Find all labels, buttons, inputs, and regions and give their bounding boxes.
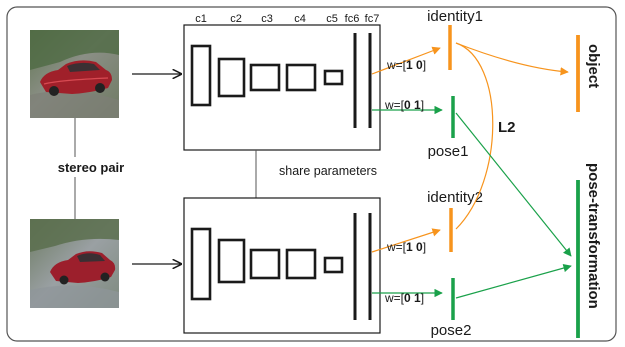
layer-c5-block — [323, 69, 344, 86]
layer-c3-block — [249, 63, 281, 92]
arrow-to-identity1 — [371, 46, 441, 75]
w-pose1: w=[0 1] — [384, 98, 424, 112]
outer-frame — [6, 6, 617, 342]
share-parameters-label: share parameters — [279, 164, 377, 178]
layer-label-fc7: fc7 — [365, 13, 380, 25]
network-top — [183, 24, 381, 151]
layer-label-c3: c3 — [261, 13, 273, 25]
layer-label-fc6: fc6 — [345, 13, 360, 25]
network-bottom — [183, 197, 381, 334]
layer-label-c4: c4 — [294, 13, 306, 25]
arrow-pose1-to-transformation — [455, 112, 572, 257]
layer-label-c1: c1 — [195, 13, 207, 25]
pose-transformation-label: pose-transformation — [585, 163, 602, 309]
layer-label-c5: c5 — [326, 13, 338, 25]
layer-c4-block — [285, 63, 317, 92]
object-label: object — [585, 44, 602, 88]
car-photo-top — [30, 30, 119, 118]
identity2-label: identity2 — [427, 189, 483, 206]
identity1-label: identity1 — [427, 8, 483, 25]
pose2-label: pose2 — [431, 322, 472, 339]
arrow-pose2-to-transformation — [455, 263, 572, 299]
layer-label-c2: c2 — [230, 13, 242, 25]
pose1-label: pose1 — [428, 143, 469, 160]
layer-c2-block — [217, 57, 246, 98]
w-identity1: w=[1 0] — [386, 58, 426, 72]
arrow-to-identity2 — [371, 228, 441, 253]
l2-curve — [455, 42, 494, 230]
w-pose2: w=[0 1] — [384, 291, 424, 305]
stereo-pair-label: stereo pair — [58, 160, 124, 175]
w-identity2: w=[1 0] — [386, 240, 426, 254]
l2-label: L2 — [498, 119, 516, 136]
layer-c1-block — [190, 44, 212, 107]
car-photo-bottom — [30, 219, 119, 308]
arrow-to-object — [455, 42, 569, 76]
